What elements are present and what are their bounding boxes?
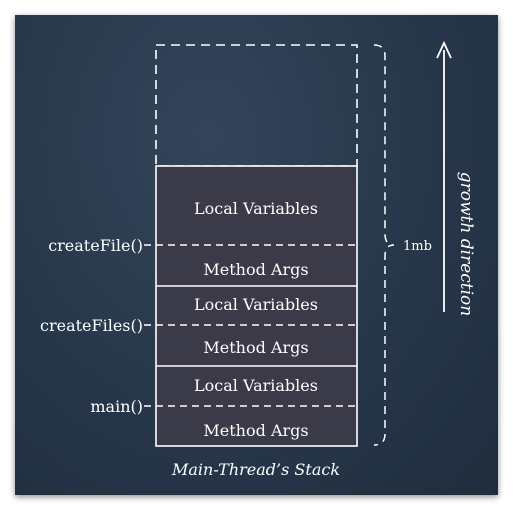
size-brace [373,44,395,446]
used-stack-area [155,165,358,447]
frame-method-args: Method Args [203,260,308,279]
diagram-caption: Main-Thread’s Stack [171,460,340,479]
frame-local-variables: Local Variables [194,199,318,218]
stack-size-label: 1mb [403,239,432,254]
method-label-createFile: createFile() [48,236,143,255]
frame-method-args: Method Args [203,421,308,440]
frame-method-args: Method Args [203,338,308,357]
frame-local-variables: Local Variables [194,376,318,395]
method-label-createFiles: createFiles() [40,316,143,335]
growth-arrow-head-icon [436,40,452,59]
frame-local-variables: Local Variables [194,295,318,314]
method-label-main: main() [90,397,143,416]
growth-direction-label: growth direction [456,172,476,316]
free-stack-space [155,44,358,167]
